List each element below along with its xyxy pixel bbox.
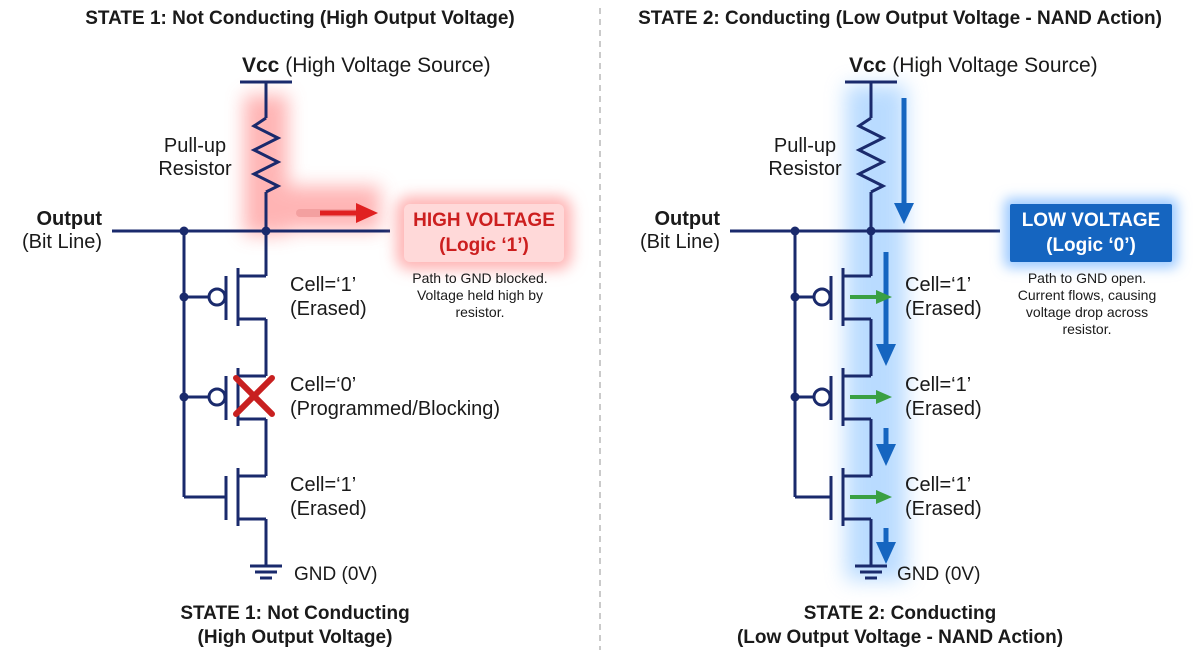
right-cell-2-desc: (Erased): [905, 398, 982, 420]
blocked-cell-x-icon: [233, 375, 275, 417]
left-cell-1-label: Cell=‘1’ (Erased): [290, 273, 367, 321]
left-resistor: [250, 116, 282, 194]
right-status-line1: LOW VOLTAGE: [1021, 210, 1161, 231]
left-cell-3-label: Cell=‘1’ (Erased): [290, 473, 367, 521]
right-resistor-label: Pull-up Resistor: [760, 135, 850, 181]
right-resistor-label-line2: Resistor: [768, 158, 842, 180]
left-resistor-label-line1: Pull-up: [163, 135, 227, 157]
right-status-line2: (Logic ‘0’): [1046, 235, 1136, 256]
right-circuit-wires: [730, 80, 1000, 580]
left-output-name: Output: [36, 208, 102, 230]
left-output-sub: (Bit Line): [21, 231, 102, 253]
right-cell-3-state: Cell=‘1’: [905, 474, 972, 496]
right-output-label: Output (Bit Line): [640, 208, 720, 254]
right-status-note: Path to GND open. Current flows, causing…: [1017, 270, 1157, 337]
left-status-line1: HIGH VOLTAGE: [413, 210, 555, 231]
left-resistor-label: Pull-up Resistor: [150, 135, 240, 181]
left-status-box: HIGH VOLTAGE (Logic ‘1’): [404, 204, 564, 262]
left-title: STATE 1: Not Conducting (High Output Vol…: [85, 8, 515, 29]
left-output-arrow-icon: [296, 203, 378, 223]
right-cell-3-desc: (Erased): [905, 498, 982, 520]
left-cell-2-state: Cell=‘0’: [290, 374, 357, 396]
right-vcc-label: Vcc (High Voltage Source): [849, 54, 1098, 78]
right-vcc-desc: (High Voltage Source): [892, 54, 1098, 77]
right-resistor: [855, 116, 887, 194]
right-title: STATE 2: Conducting (Low Output Voltage …: [638, 8, 1162, 29]
right-cell-1-label: Cell=‘1’ (Erased): [905, 273, 982, 321]
left-bottom-caption: STATE 1: Not Conducting (High Output Vol…: [145, 602, 445, 650]
right-output-sub: (Bit Line): [639, 231, 720, 253]
left-vcc-desc: (High Voltage Source): [285, 54, 491, 77]
right-cell-1-state: Cell=‘1’: [905, 274, 972, 296]
right-bottom-caption: STATE 2: Conducting (Low Output Voltage …: [700, 602, 1100, 650]
left-vcc-name: Vcc: [242, 54, 280, 77]
left-circuit-wires: [112, 80, 390, 580]
right-cell-2-state: Cell=‘1’: [905, 374, 972, 396]
left-junction-dots: [179, 226, 271, 402]
left-vcc-label: Vcc (High Voltage Source): [242, 54, 491, 78]
right-gnd-label: GND (0V): [897, 564, 981, 585]
right-output-name: Output: [654, 208, 720, 230]
left-cell-3-state: Cell=‘1’: [290, 474, 357, 496]
right-junction-dots: [790, 226, 876, 402]
left-cell-1-desc: (Erased): [290, 298, 367, 320]
left-bottom-caption-line2: (High Output Voltage): [197, 627, 393, 648]
left-status-line2: (Logic ‘1’): [439, 235, 529, 256]
left-cell-2-desc: (Programmed/Blocking): [290, 398, 501, 420]
left-bottom-caption-line1: STATE 1: Not Conducting: [180, 603, 410, 624]
left-resistor-label-line2: Resistor: [158, 158, 232, 180]
right-status-box: LOW VOLTAGE (Logic ‘0’): [1010, 204, 1172, 262]
left-status-note: Path to GND blocked. Voltage held high b…: [412, 270, 548, 320]
left-cell-3-desc: (Erased): [290, 498, 367, 520]
right-cell-3-label: Cell=‘1’ (Erased): [905, 473, 982, 521]
left-output-label: Output (Bit Line): [22, 208, 102, 254]
right-vcc-name: Vcc: [849, 54, 887, 77]
right-bottom-caption-line1: STATE 2: Conducting: [803, 603, 997, 624]
left-gnd-label: GND (0V): [294, 564, 378, 585]
left-cell-2-label: Cell=‘0’ (Programmed/Blocking): [290, 373, 500, 421]
right-cell-2-label: Cell=‘1’ (Erased): [905, 373, 982, 421]
right-resistor-label-line1: Pull-up: [773, 135, 837, 157]
right-bottom-caption-line2: (Low Output Voltage - NAND Action): [736, 627, 1064, 648]
gate-signal-arrows: [850, 290, 892, 504]
right-cell-1-desc: (Erased): [905, 298, 982, 320]
left-cell-1-state: Cell=‘1’: [290, 274, 357, 296]
